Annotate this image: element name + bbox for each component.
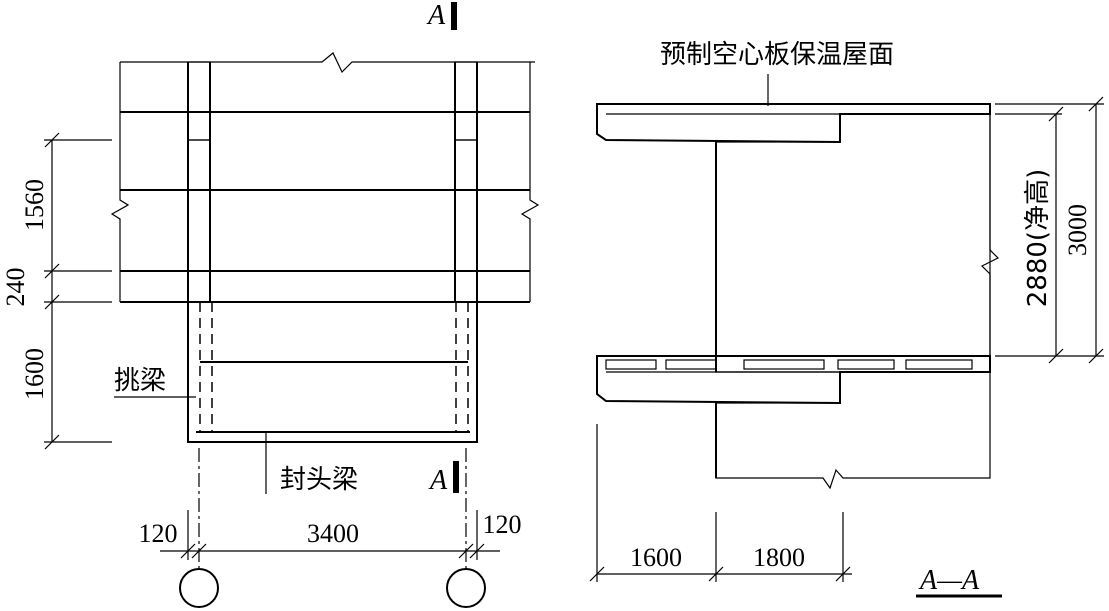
label-roof: 预制空心板保温屋面 bbox=[660, 40, 894, 70]
dim-1560: 1560 bbox=[20, 179, 49, 231]
hollow-plank bbox=[665, 359, 717, 370]
axis-bubble-right bbox=[446, 568, 486, 608]
plan-view: A bbox=[1, 0, 540, 608]
hollow-plank bbox=[605, 359, 657, 370]
dim-1600: 1600 bbox=[20, 348, 49, 400]
floor-slab bbox=[596, 355, 991, 405]
hollow-plank bbox=[837, 359, 895, 370]
hollow-plank bbox=[743, 359, 825, 370]
dim-3000: 3000 bbox=[1063, 204, 1092, 256]
dim-3400: 3400 bbox=[307, 519, 359, 548]
overhang-outer-outline bbox=[187, 302, 478, 443]
section-marker-bottom-letter: A bbox=[428, 465, 448, 496]
column-left-hatched bbox=[187, 61, 211, 141]
hollow-plank bbox=[905, 359, 973, 370]
roof-slab bbox=[596, 103, 991, 144]
dim-240: 240 bbox=[1, 268, 30, 307]
dim-120-right: 120 bbox=[483, 510, 522, 539]
section-marker-bottom-bar bbox=[453, 461, 459, 493]
right-break-edge bbox=[520, 62, 540, 302]
right-dimension-chain: 2880(净高) 3000 bbox=[995, 96, 1104, 364]
top-break-line bbox=[120, 52, 535, 74]
dim-clear-height: 2880(净高) bbox=[1023, 169, 1053, 307]
wall-hatched bbox=[715, 113, 991, 490]
section-title: A—A bbox=[918, 565, 980, 596]
dim-120-left: 120 bbox=[139, 519, 178, 548]
left-dimension-chain: 1560 240 1600 bbox=[1, 132, 112, 450]
left-break-edge bbox=[110, 62, 130, 302]
section-marker-top-bar bbox=[451, 2, 457, 30]
section-marker-top-letter: A bbox=[426, 0, 446, 31]
section-bottom-dimensions: 1600 1800 bbox=[589, 424, 852, 582]
wall-right-break bbox=[980, 104, 1000, 372]
dim-1600-section: 1600 bbox=[630, 543, 682, 572]
dim-1800-section: 1800 bbox=[753, 543, 805, 572]
label-cantilever-beam: 挑梁 bbox=[114, 366, 166, 396]
column-right-hatched bbox=[454, 61, 478, 141]
axis-bubble-left bbox=[179, 568, 219, 608]
section-view: 预制空心板保温屋面 2880(净高) 3000 bbox=[589, 40, 1104, 598]
bottom-dimension-chain: 120 3400 120 bbox=[139, 510, 522, 560]
label-end-beam: 封头梁 bbox=[280, 465, 358, 495]
